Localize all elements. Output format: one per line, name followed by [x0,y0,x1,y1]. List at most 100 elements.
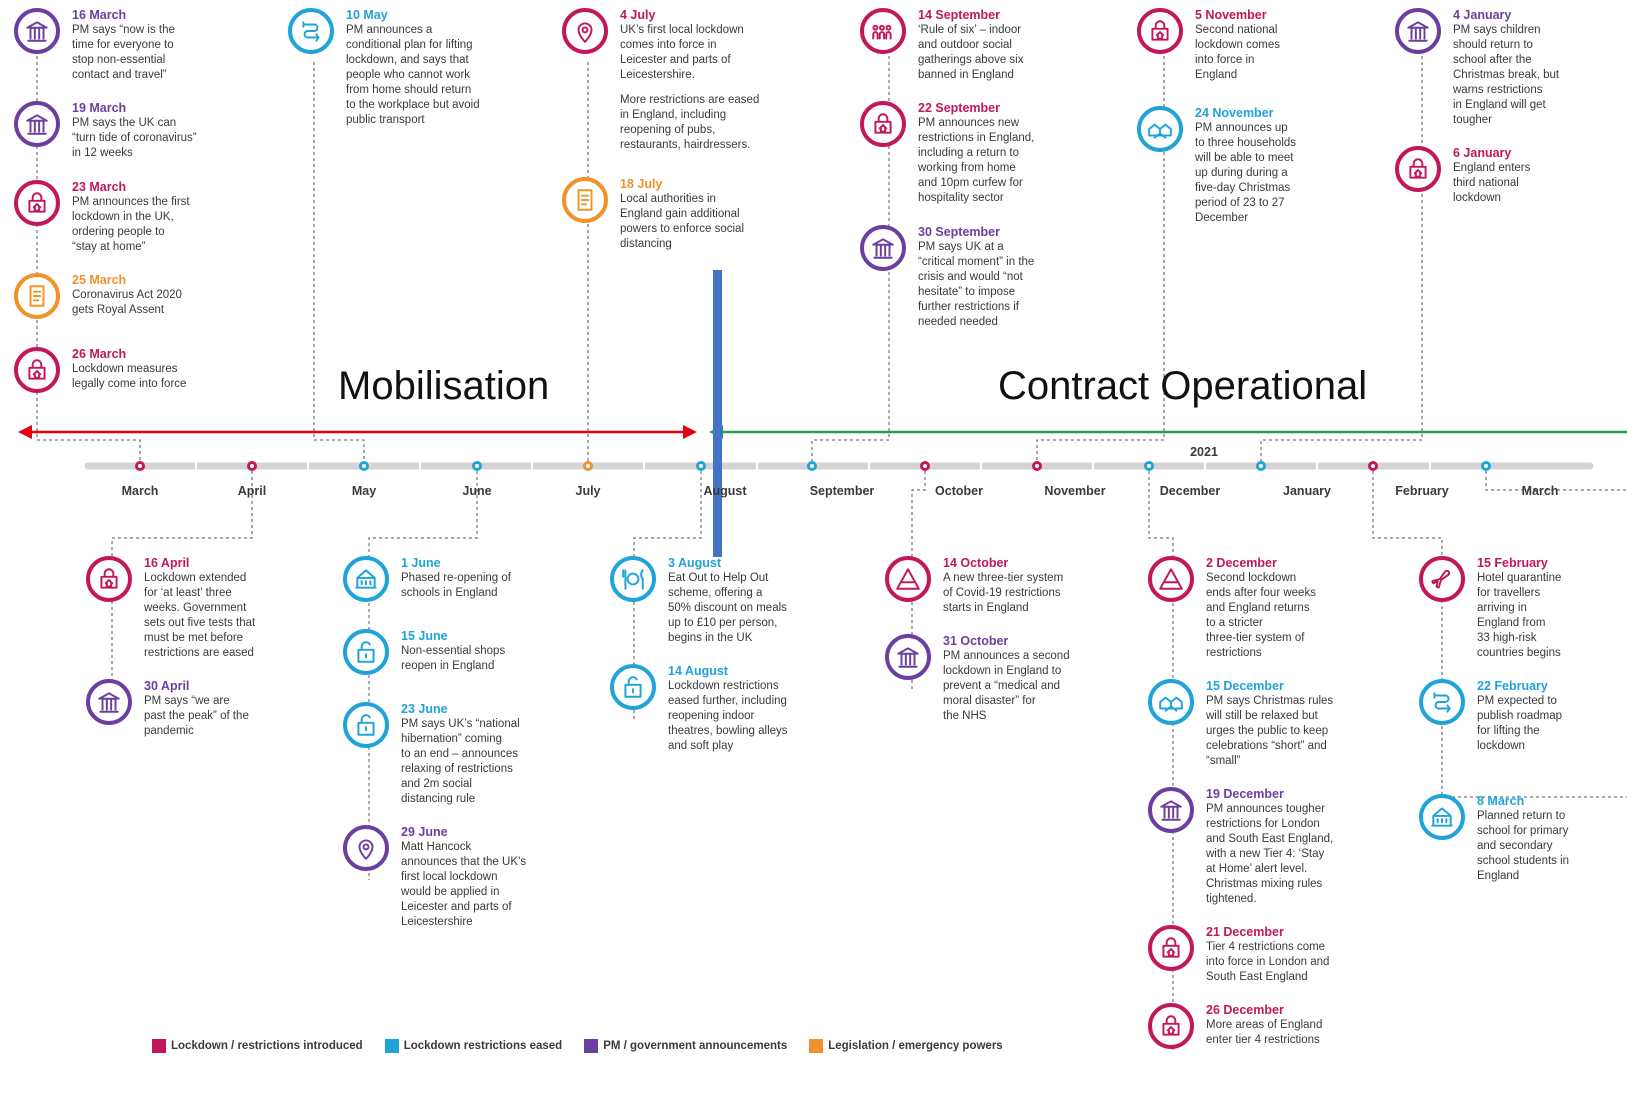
event-date: 16 March [72,8,127,22]
year-label: 2021 [1190,445,1218,459]
month-label: January [1283,484,1331,498]
event-date: 3 August [668,556,722,570]
event-description: PM says the UK can “turn tide of coronav… [72,117,197,159]
event-description: Second national lockdown comes into forc… [1195,24,1281,81]
month-dot [1481,461,1491,471]
group-icon [860,8,906,54]
event-description: UK’s first local lockdown comes into for… [620,24,744,81]
legend-swatch [384,1039,399,1053]
month-label: November [1044,484,1106,498]
phase-label-mobilisation: Mobilisation [338,364,550,408]
event-date: 1 June [401,556,441,570]
event-date: 23 March [72,180,127,194]
event-text: 30 September PM says UK at a “critical mo… [918,225,1066,330]
padlock-house-icon [1137,8,1183,54]
event-date: 30 September [918,225,1000,239]
event-text: 14 September ‘Rule of six’ – indoor and o… [918,8,1066,83]
event-description: PM announces new restrictions in England… [918,117,1035,204]
event-description: PM says UK at a “critical moment” in the… [918,241,1035,328]
month-label: September [809,484,875,498]
padlock-house-icon [86,556,132,602]
event-date: 22 September [918,101,1000,115]
route-icon [1419,679,1465,725]
event-description: PM announces up to three households will… [1195,122,1297,224]
event-date: 8 March [1477,794,1525,808]
event-text: 16 March PM says “now is the time for eve… [72,8,220,83]
event-description: Phased re-opening of schools in England [401,572,511,599]
month-dot [583,461,593,471]
event-date: 14 September [918,8,1000,22]
event-date: 25 March [72,273,127,287]
government-building-icon [14,101,60,147]
document-icon [14,273,60,319]
phase-divider [713,270,722,557]
event-description: Lockdown measures legally come into forc… [72,363,187,390]
event-description: PM says “now is the time for everyone to… [72,24,175,81]
month-label: February [1395,484,1449,498]
open-padlock-icon [610,664,656,710]
event-date: 22 February [1477,679,1548,693]
event-description: PM says UK’s “national hibernation” comi… [401,718,520,805]
event-date: 15 June [401,629,448,643]
month-label: October [935,484,983,498]
month-dot [359,461,369,471]
event-date: 5 November [1195,8,1267,22]
event-description-extra: More restrictions are eased in England, … [620,94,760,151]
month-dot [247,461,257,471]
school-icon [1419,794,1465,840]
plate-cutlery-icon [610,556,656,602]
padlock-house-icon [1148,1003,1194,1049]
event-text: 22 September PM announces new restriction… [918,101,1066,206]
legend-swatch [152,1039,166,1053]
event-description: Lockdown restrictions eased further, inc… [668,680,788,752]
event-date: 29 June [401,825,448,839]
event-description: More areas of England enter tier 4 restr… [1206,1019,1323,1046]
event-description: ‘Rule of six’ – indoor and outdoor socia… [918,24,1024,81]
padlock-house-icon [14,347,60,393]
legend-item: PM / government announcements [584,1039,787,1053]
event-date: 2 December [1206,556,1277,570]
event-description: PM says Christmas rules will still be re… [1206,695,1334,767]
legend: Lockdown / restrictions introduced Lockd… [152,1039,1003,1053]
event-description: PM announces a second lockdown in Englan… [943,650,1070,722]
padlock-house-icon [14,180,60,226]
houses-icon [1148,679,1194,725]
event-description: PM expected to publish roadmap for lifti… [1477,695,1563,752]
government-building-icon [860,225,906,271]
month-label: July [575,484,601,498]
event-description: PM says “we are past the peak” of the pa… [144,695,249,737]
event-text: 23 June PM says UK’s “national hibernatio… [401,702,549,807]
event-description: Local authorities in England gain additi… [620,193,745,250]
event-description: Eat Out to Help Out scheme, offering a 5… [668,572,787,644]
warning-triangle-icon [1148,556,1194,602]
government-building-icon [885,634,931,680]
location-pin-icon [562,8,608,54]
location-pin-icon [343,825,389,871]
event-description: PM says children should return to school… [1453,24,1560,126]
event-date: 15 February [1477,556,1548,570]
event-description: PM announces a conditional plan for lift… [346,24,480,126]
event-date: 23 June [401,702,448,716]
event-text: 22 February PM expected to publish roadma… [1477,679,1625,754]
event-description: Hotel quarantine for travellers arriving… [1477,572,1562,659]
legend-item: Lockdown restrictions eased [384,1039,562,1053]
event-date: 10 May [346,8,388,22]
event-description: Lockdown extended for ‘at least’ three w… [144,572,256,659]
month-label: April [237,484,267,498]
event-date: 14 October [943,556,1009,570]
